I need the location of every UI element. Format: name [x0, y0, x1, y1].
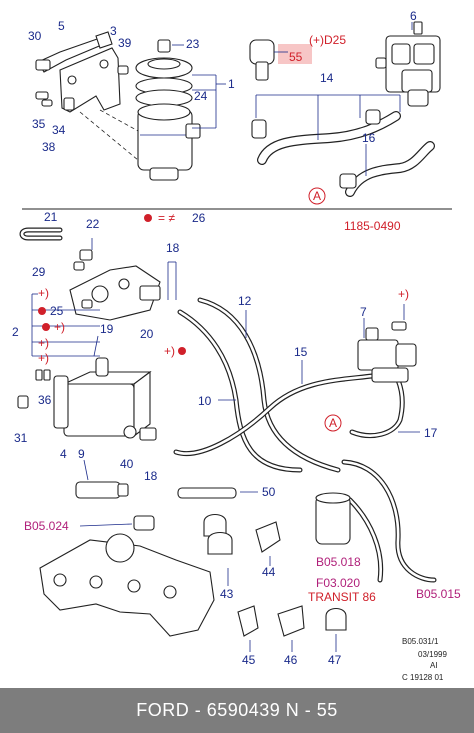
callout-19: 19 — [100, 322, 114, 336]
ref-transit-86: TRANSIT 86 — [308, 590, 376, 604]
callout-d25: (+)D25 — [309, 33, 346, 47]
callout-20: 20 — [140, 327, 154, 341]
callout-39: 39 — [118, 36, 132, 50]
exhaust-manifold — [39, 515, 215, 637]
callout-25: 25 — [50, 304, 64, 318]
plus-5: +) — [164, 344, 175, 358]
callout-26: 26 — [192, 211, 206, 225]
callout-10: 10 — [198, 394, 212, 408]
callout-30: 30 — [28, 29, 42, 43]
callout-4: 4 — [60, 447, 67, 461]
callout-35: 35 — [32, 117, 46, 131]
callout-29: 29 — [32, 265, 46, 279]
callout-24: 24 — [194, 89, 208, 103]
fuel-filter-housing — [135, 39, 201, 181]
callout-21: 21 — [44, 210, 58, 224]
plus-1: +) — [38, 286, 49, 300]
callout-34: 34 — [52, 123, 66, 137]
fuel-filter — [315, 492, 351, 545]
callout-43: 43 — [220, 587, 234, 601]
ref-b05018: B05.018 — [316, 555, 361, 569]
callout-38: 38 — [42, 140, 56, 154]
ref-b05024: B05.024 — [24, 519, 69, 533]
doc-ref-b05031: B05.031/1 — [402, 637, 439, 646]
red-dot-2 — [42, 323, 50, 331]
bracket-assembly — [35, 31, 129, 113]
callout-9: 9 — [78, 447, 85, 461]
ref-b05015: B05.015 — [416, 587, 461, 601]
callout-18b: 18 — [144, 469, 158, 483]
heater-valve — [375, 21, 441, 107]
callout-23: 23 — [186, 37, 200, 51]
temperature-sensor — [249, 39, 312, 81]
doc-c19128: C 19128 01 — [402, 673, 444, 682]
red-dot-3 — [178, 347, 186, 355]
callout-14: 14 — [320, 71, 334, 85]
reference-code: 1185-0490 — [344, 219, 401, 233]
doc-ai: AI — [430, 661, 438, 670]
callout-16: 16 — [362, 131, 376, 145]
callout-47: 47 — [328, 653, 342, 667]
callout-2: 2 — [12, 325, 19, 339]
ref-f03020: F03.020 — [316, 576, 360, 590]
callout-5: 5 — [58, 19, 65, 33]
callout-50: 50 — [262, 485, 276, 499]
pump-housing — [69, 249, 161, 321]
callout-1: 1 — [228, 77, 235, 91]
parts-diagram: 30 5 3 39 35 34 38 23 1 24 55 (+)D25 6 1… — [12, 9, 461, 682]
connector-rod — [177, 487, 237, 499]
callout-40: 40 — [120, 457, 134, 471]
red-dot-legend — [144, 214, 152, 222]
legend-not-equal-26: = ≠ — [158, 211, 175, 225]
red-dot-1 — [38, 307, 46, 315]
doc-date: 03/1999 — [418, 650, 447, 659]
callout-18a: 18 — [166, 241, 180, 255]
reference-a-mid: A — [329, 416, 337, 430]
callout-6: 6 — [410, 9, 417, 23]
callout-17: 17 — [424, 426, 438, 440]
callout-55: 55 — [289, 50, 303, 64]
callout-12: 12 — [238, 294, 252, 308]
plus-6: +) — [398, 287, 409, 301]
callout-15: 15 — [294, 345, 308, 359]
plus-2: +) — [54, 320, 65, 334]
reference-a-top: A — [313, 189, 321, 203]
callout-44: 44 — [262, 565, 276, 579]
callout-45: 45 — [242, 653, 256, 667]
clips — [203, 513, 347, 637]
plus-3: +) — [38, 336, 49, 350]
vacuum-pump — [53, 357, 152, 438]
plus-4: +) — [38, 351, 49, 365]
reference-a-marker — [308, 187, 326, 205]
callout-22: 22 — [86, 217, 100, 231]
footer-part-number: FORD - 6590439 N - 55 — [136, 700, 338, 720]
footer-bar: FORD - 6590439 N - 55 — [0, 688, 474, 733]
callout-7: 7 — [360, 305, 367, 319]
reference-a-marker-mid — [324, 414, 342, 432]
callout-46: 46 — [284, 653, 298, 667]
solenoid-valve — [357, 321, 417, 383]
callout-3: 3 — [110, 24, 117, 38]
sensor — [75, 481, 129, 499]
callout-36: 36 — [38, 393, 52, 407]
callout-31: 31 — [14, 431, 28, 445]
